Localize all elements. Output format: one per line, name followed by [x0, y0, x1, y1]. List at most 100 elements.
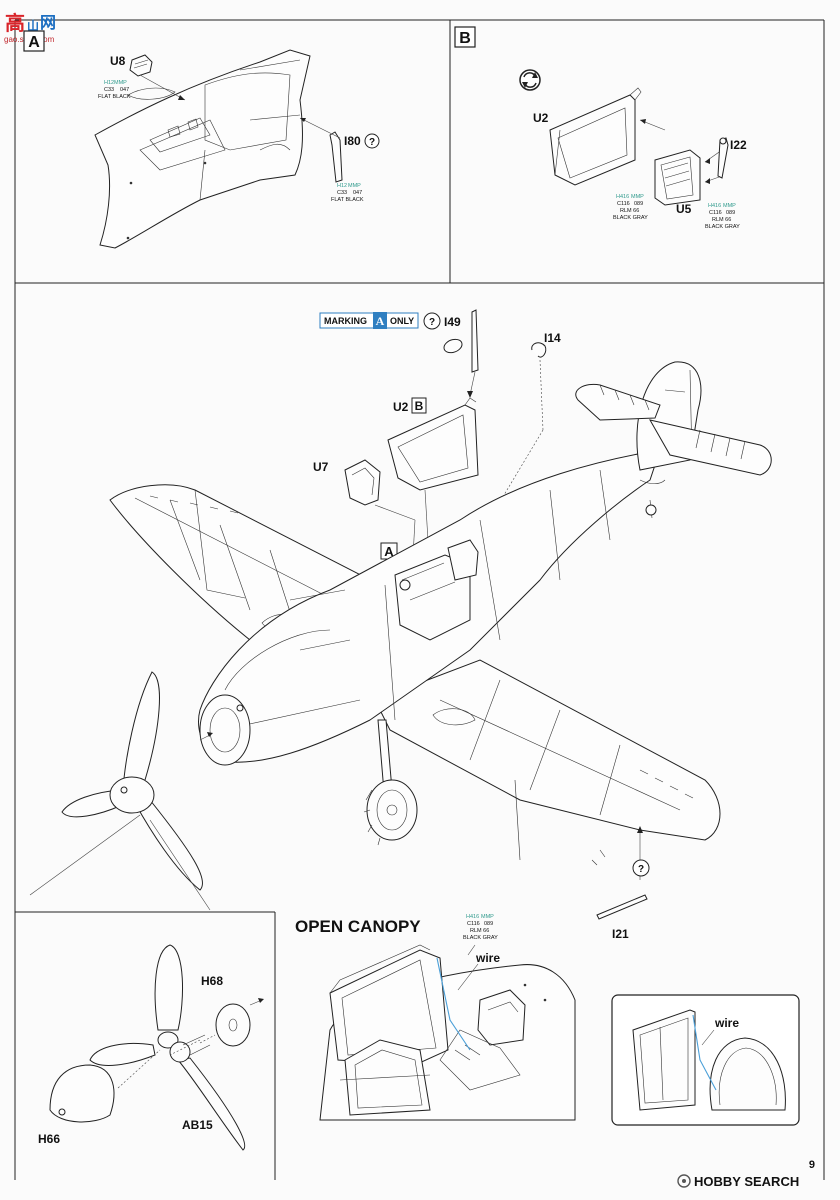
svg-text:089: 089: [634, 201, 643, 207]
svg-text:BLACK GRAY: BLACK GRAY: [705, 224, 740, 230]
cowling-front: [199, 694, 251, 766]
svg-text:FLAT BLACK: FLAT BLACK: [331, 197, 364, 203]
part-u5-label: U5: [676, 202, 692, 216]
svg-text:RLM 66: RLM 66: [470, 928, 489, 934]
svg-text:089: 089: [484, 921, 493, 927]
part-i21-label: I21: [612, 927, 629, 941]
part-u7-label: U7: [313, 460, 329, 474]
page-frame: [14, 19, 825, 1180]
prop-detail-panel: H68 H66 AB15: [38, 944, 264, 1151]
svg-text:MMP: MMP: [348, 183, 361, 189]
part-u8-label: U8: [110, 54, 126, 68]
svg-text:山: 山: [27, 18, 39, 33]
inset-wire-label: wire: [714, 1016, 739, 1030]
part-u2-canopy-drawing: [387, 397, 479, 576]
part-u8-drawing: [129, 54, 186, 101]
panel-a-paint-callout-1: H12 MMP C33 047 FLAT BLACK: [98, 80, 131, 100]
part-i22-drawing: [717, 137, 729, 179]
part-h66-label: H66: [38, 1132, 60, 1146]
open-canopy-title: OPEN CANOPY: [295, 917, 421, 936]
svg-text:047: 047: [353, 190, 362, 196]
marking-only-label: MARKING A ONLY: [319, 312, 419, 329]
svg-text:C116: C116: [617, 201, 630, 207]
svg-text:C116: C116: [709, 210, 722, 216]
part-u7-drawing: [344, 459, 416, 576]
part-i14-drawing: [497, 342, 547, 506]
panel-b-label-box: [454, 26, 476, 48]
part-i22-label: I22: [730, 138, 747, 152]
question-icon: [423, 312, 441, 330]
inset-wire: [692, 1014, 717, 1091]
svg-text:C33: C33: [337, 190, 347, 196]
svg-text:MMP: MMP: [481, 914, 494, 920]
svg-text:H416: H416: [616, 194, 629, 200]
panel-b-paint-callout-1: H416 MMP C116 089 RLM 66 BLACK GRAY: [613, 194, 648, 221]
part-i49-label: I49: [444, 315, 461, 329]
wire-inset-panel: wire: [611, 994, 800, 1126]
watermark-bottom-right: HOBBY SEARCH: [677, 1174, 799, 1189]
svg-text:BLACK GRAY: BLACK GRAY: [463, 935, 498, 941]
part-h68-label: H68: [201, 974, 223, 988]
svg-text:ONLY: ONLY: [390, 316, 414, 326]
svg-text:HOBBY SEARCH: HOBBY SEARCH: [694, 1174, 799, 1189]
svg-text:H416: H416: [708, 203, 721, 209]
rotate-icon: [519, 69, 541, 91]
panel-b-paint-callout-2: H416 MMP C116 089 RLM 66 BLACK GRAY: [705, 203, 740, 230]
svg-text:089: 089: [726, 210, 735, 216]
svg-text:?: ?: [638, 864, 644, 875]
svg-text:A: A: [376, 314, 385, 328]
svg-text:H12: H12: [337, 183, 347, 189]
svg-text:RLM 66: RLM 66: [712, 217, 731, 223]
main-assembly: MARKING A ONLY ? I49 I14 U2: [29, 309, 772, 941]
svg-text:MARKING: MARKING: [324, 316, 367, 326]
svg-text:BLACK GRAY: BLACK GRAY: [613, 215, 648, 221]
svg-text:A: A: [384, 544, 394, 559]
svg-text:RLM 66: RLM 66: [620, 208, 639, 214]
question-icon: [632, 859, 650, 877]
canopy-wire-label: wire: [475, 951, 500, 965]
left-stabilizer: [575, 383, 661, 421]
part-u2-box-label: B: [415, 399, 424, 413]
part-i14-label: I14: [544, 331, 561, 345]
part-u5-drawing: [654, 149, 723, 206]
panel-b: B U2 U5: [454, 26, 747, 230]
page-number: 9: [809, 1159, 815, 1171]
canopy-paint-callout: H416 MMP C116 089 RLM 66 BLACK GRAY: [463, 914, 498, 941]
right-stabilizer: [649, 419, 772, 476]
svg-text:?: ?: [369, 137, 375, 148]
propeller: [61, 671, 213, 891]
part-i80-drawing: [299, 117, 343, 183]
part-u2-main-label: U2: [393, 400, 409, 414]
open-canopy-panel: OPEN CANOPY H416 MMP C116 089 RLM 66 BLA…: [295, 914, 576, 1121]
cockpit-area: [394, 554, 471, 641]
panel-a-label-box: [23, 30, 45, 52]
svg-text:MMP: MMP: [723, 203, 736, 209]
svg-text:H12: H12: [104, 80, 114, 86]
right-wing: [374, 659, 721, 841]
part-i49-drawing: [443, 309, 479, 398]
svg-text:C116: C116: [467, 921, 480, 927]
panel-a-label: A: [28, 34, 40, 51]
panel-a-fuselage-drawing: [94, 49, 311, 249]
landing-gear: [363, 719, 521, 861]
panel-a: A U8 H12 MMP: [23, 30, 380, 249]
svg-text:H416: H416: [466, 914, 479, 920]
svg-text:MMP: MMP: [114, 80, 127, 86]
open-canopy-frame: [329, 949, 449, 1066]
svg-text:高: 高: [5, 11, 25, 35]
question-icon: [364, 133, 380, 149]
canopy-wire: [436, 957, 471, 1051]
svg-text:047: 047: [120, 87, 129, 93]
svg-text:FLAT BLACK: FLAT BLACK: [98, 94, 131, 100]
panel-b-label: B: [459, 30, 471, 47]
svg-text:网: 网: [40, 14, 56, 32]
part-ab15-label: AB15: [182, 1118, 213, 1132]
svg-text:?: ?: [429, 317, 435, 328]
part-u2-drawing: [549, 87, 666, 186]
panel-a-paint-callout-2: H12 MMP C33 047 FLAT BLACK: [331, 183, 364, 203]
svg-text:C33: C33: [104, 87, 114, 93]
svg-text:MMP: MMP: [631, 194, 644, 200]
part-i80-label: I80: [344, 134, 361, 148]
